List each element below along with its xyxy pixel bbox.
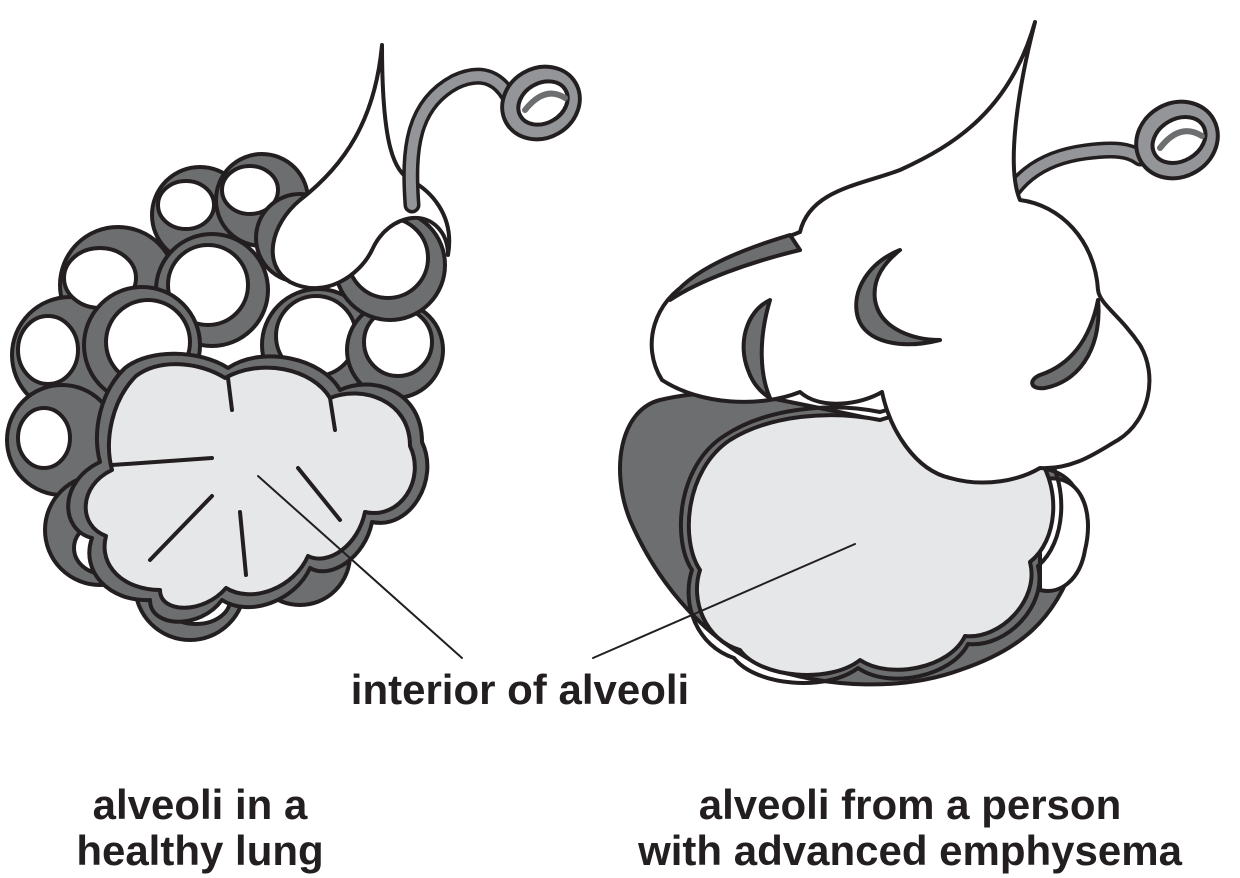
healthy-alveoli-interior — [68, 354, 427, 622]
emphysema-caption: alveoli from a person with advanced emph… — [580, 782, 1240, 874]
emphysema-caption-line-2: with advanced emphysema — [580, 828, 1240, 874]
emphysema-alveoli-cluster — [620, 22, 1232, 684]
healthy-caption-line-1: alveoli in a — [0, 782, 400, 828]
healthy-caption-line-2: healthy lung — [0, 828, 400, 874]
healthy-blood-vessel — [411, 53, 593, 205]
healthy-lung-caption: alveoli in a healthy lung — [0, 782, 400, 874]
emphysema-caption-line-1: alveoli from a person — [580, 782, 1240, 828]
interior-of-alveoli-label: interior of alveoli — [300, 667, 740, 713]
healthy-alveoli-cluster — [7, 45, 593, 640]
